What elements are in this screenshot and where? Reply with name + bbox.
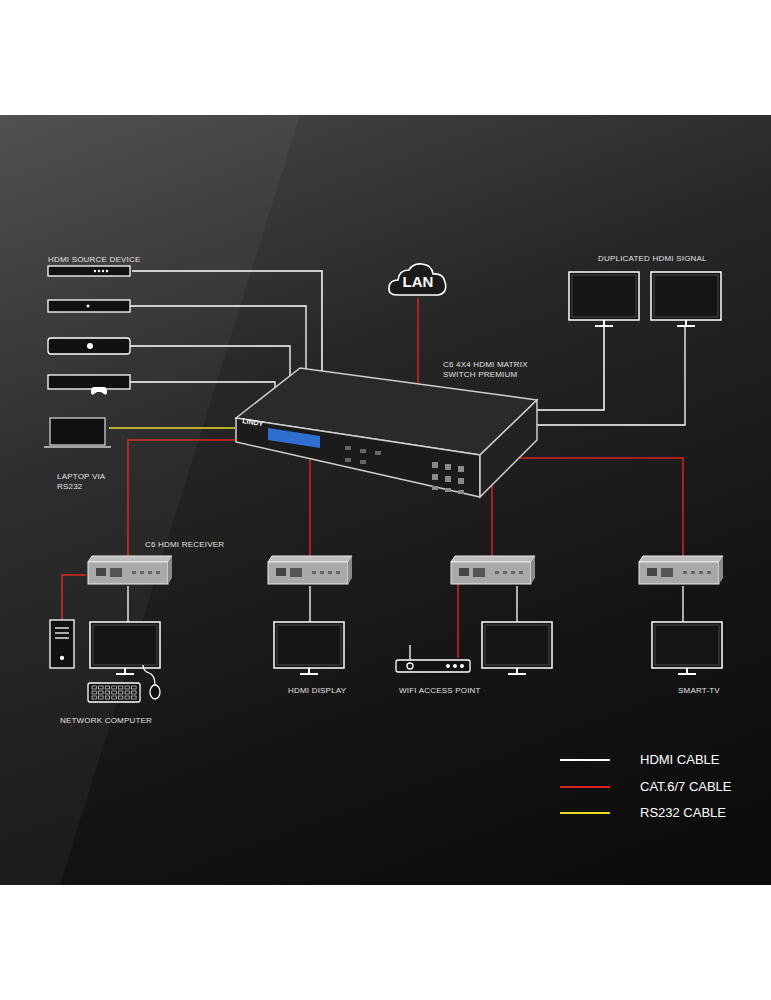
keyboard-keys	[92, 686, 136, 699]
receiver-node: C6 HDMI RECEIVER	[86, 556, 172, 586]
matrix-switch	[236, 368, 537, 497]
laptop-node: LAPTOP VIA RS232	[45, 416, 109, 448]
node-label: C6 4X4 HDMI MATRIX SWITCH PREMIUM	[443, 360, 547, 380]
node-label: SMART-TV	[678, 686, 720, 696]
node-label: HDMI DISPLAY	[288, 686, 346, 696]
display-node: HDMI DISPLAY	[272, 620, 346, 678]
router-node: WIFI ACCESS POINT	[394, 656, 472, 674]
legend-text: RS232 CABLE	[640, 805, 726, 821]
legend-swatch	[560, 812, 610, 814]
legend-text: CAT.6/7 CABLE	[640, 779, 732, 795]
matrix-switch-node: C6 4X4 HDMI MATRIX SWITCH PREMIUM	[235, 385, 537, 500]
receivers	[88, 556, 723, 584]
duplicated-display-node: DUPLICATED HDMI SIGNAL	[566, 268, 642, 326]
light-streak	[0, 115, 300, 885]
cable-connector	[417, 298, 419, 385]
node-label: LAPTOP VIA RS232	[57, 472, 113, 492]
node-label: WIFI ACCESS POINT	[399, 686, 481, 696]
cable-connector	[537, 326, 604, 410]
network-computer	[50, 620, 160, 702]
source-device-node: HDMI SOURCE DEVICE	[46, 252, 132, 278]
cloud-node: LAN	[387, 262, 449, 298]
node-label: DUPLICATED HDMI SIGNAL	[598, 254, 707, 264]
hdmi-wires	[128, 306, 685, 622]
cloud-label: LAN	[387, 262, 449, 299]
wifi-router	[396, 645, 470, 672]
computer-node: NETWORK COMPUTER	[48, 620, 76, 670]
legend-text: HDMI CABLE	[640, 752, 719, 768]
legend-swatch	[560, 786, 610, 788]
node-label: C6 HDMI RECEIVER	[145, 540, 224, 550]
monitors	[90, 272, 722, 674]
laptop	[44, 418, 111, 447]
legend-swatch	[560, 759, 610, 761]
device-details	[87, 270, 109, 395]
node-label: NETWORK COMPUTER	[60, 716, 152, 726]
source-devices	[48, 266, 130, 389]
node-label: HDMI SOURCE DEVICE	[48, 255, 141, 265]
smart-tv-node: SMART-TV	[650, 620, 724, 678]
